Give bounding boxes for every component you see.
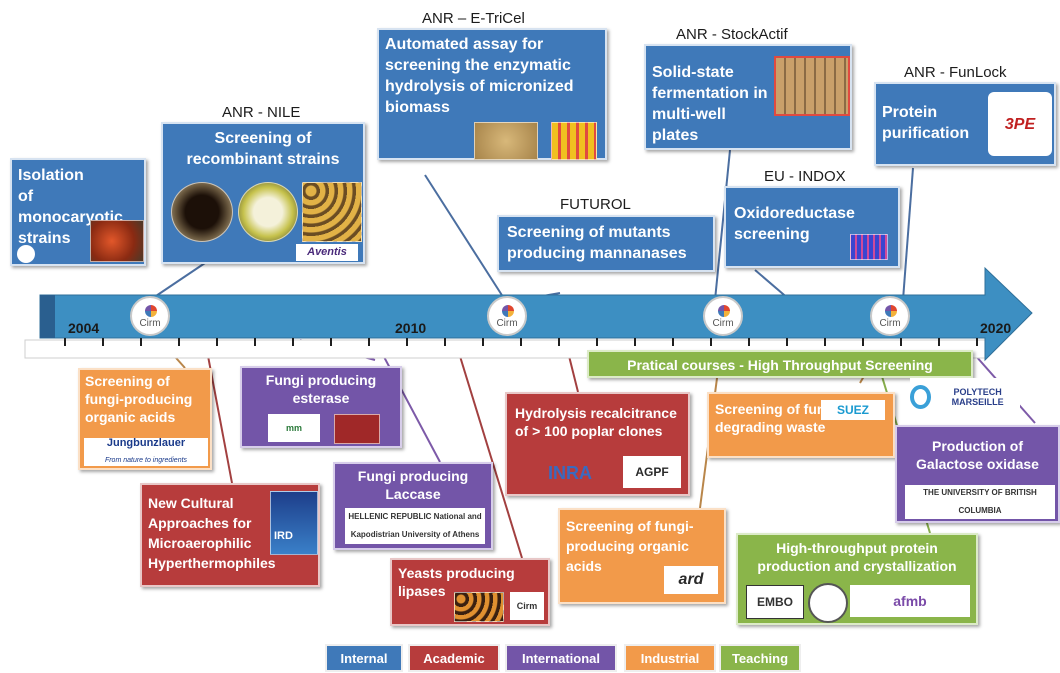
legend-internal: Internal [325, 644, 403, 672]
stockactif-header: ANR - StockActif [676, 26, 788, 43]
multiwell-plates-image [774, 56, 850, 116]
well-plate-image [302, 182, 362, 242]
year-2020: 2020 [980, 320, 1012, 336]
box-poplar: Hydrolysis recalcitrance of > 100 poplar… [505, 392, 690, 496]
polytech-logo: POLYTECH MARSEILLE [910, 378, 1020, 416]
year-2010: 2010 [395, 320, 427, 336]
connector-funlock [902, 167, 914, 301]
indox-header: EU - INDOX [764, 168, 846, 185]
cirm-marker-3: Cirm [703, 296, 743, 336]
ard-logo: ard [664, 566, 718, 594]
box-etricel: Automated assay for screening the enzyma… [377, 28, 607, 160]
connector-lipases [454, 339, 523, 559]
timeline-arrow-body [39, 266, 1033, 362]
connector-nile [149, 262, 206, 301]
box-indox: Oxidoreductase screening [724, 186, 900, 268]
afmb-logo: afmb [850, 585, 970, 617]
connector-cultural [204, 339, 233, 484]
stockactif-text: Solid-state fermentation in multi-well p… [652, 64, 768, 144]
box-teaching: Pratical courses - High Throughput Scree… [587, 350, 973, 378]
aventis-logo: Aventis [296, 244, 358, 261]
etricel-text: Automated assay for screening the enzyma… [385, 36, 574, 116]
crystallization-text: High-throughput protein production and c… [757, 540, 957, 574]
box-organic-acids-2: Screening of fungi-producing organic aci… [558, 508, 726, 604]
nile-text: Screening of recombinant strains [186, 130, 340, 168]
ird-label: IRD [274, 530, 293, 542]
cirm-lipases-logo: Cirm [510, 592, 544, 620]
futurol-text: Screening of mutants producing mannanase… [507, 224, 687, 262]
connector-laccase [374, 339, 441, 463]
yeast-image [454, 592, 504, 622]
3pe-logo: 3PE [988, 92, 1052, 156]
jungbunzlauer-name: Jungbunzlauer [106, 437, 186, 449]
indox-plate-image [850, 234, 888, 260]
connector-stockactif [714, 149, 731, 301]
athens-university-logo: HELLENIC REPUBLIC National and Kapodistr… [345, 508, 485, 544]
funlock-header: ANR - FunLock [904, 64, 1007, 81]
ird-logo [270, 491, 318, 555]
cultural-text: New Cultural Approaches for Microaerophi… [148, 495, 276, 571]
ubc-logo: THE UNIVERSITY OF BRITISH COLUMBIA [905, 485, 1055, 519]
box-waste: Screening of fungi-degrading waste SUEZ [707, 392, 895, 458]
esterase-logo-red [334, 414, 380, 444]
mm-logo: mm [268, 414, 320, 442]
box-galactose: Production of Galactose oxidase THE UNIV… [895, 425, 1060, 523]
box-cultural: New Cultural Approaches for Microaerophi… [140, 483, 320, 587]
box-futurol: Screening of mutants producing mannanase… [497, 215, 715, 272]
indox-text: Oxidoreductase screening [734, 205, 855, 243]
box-funlock: Protein purification 3PE [874, 82, 1056, 166]
jungbunzlauer-tagline: From nature to ingredients [104, 457, 188, 464]
polytech-circle-icon [910, 385, 932, 409]
galactose-text: Production of Galactose oxidase [916, 438, 1039, 472]
waste-text: Screening of fungi-degrading waste [715, 401, 843, 435]
poplar-text: Hydrolysis recalcitrance of > 100 poplar… [515, 405, 677, 439]
organic-acids-2-text: Screening of fungi-producing organic aci… [566, 518, 694, 574]
legend-international: International [505, 644, 617, 672]
year-2004: 2004 [68, 320, 100, 336]
laccase-text: Fungi producing Laccase [357, 468, 469, 502]
box-esterase: Fungi producing esterase mm [240, 366, 402, 448]
inra-logo: INRA [548, 463, 592, 483]
cirm-marker-4: Cirm [870, 296, 910, 336]
box-laccase: Fungi producing Laccase HELLENIC REPUBLI… [333, 462, 493, 550]
petri-dish-dark-image [171, 182, 233, 242]
cirm-marker-2: Cirm [487, 296, 527, 336]
futurol-header: FUTUROL [560, 196, 631, 213]
cirm-marker-1: Cirm [130, 296, 170, 336]
box-stockactif: Solid-state fermentation in multi-well p… [644, 44, 852, 150]
mushroom-image [90, 220, 144, 262]
jungbunzlauer-logo: Jungbunzlauer From nature to ingredients [84, 437, 208, 466]
teaching-text: Pratical courses - High Throughput Scree… [627, 357, 933, 373]
connector-etricel [424, 174, 506, 301]
legend-industrial: Industrial [624, 644, 716, 672]
etricel-header: ANR – E-TriCel [422, 10, 525, 27]
funlock-text: Protein purification [882, 104, 970, 142]
embo-course-logo [808, 583, 848, 623]
assay-plate-image [551, 122, 597, 160]
suez-logo: SUEZ [821, 400, 885, 420]
polytech-label: POLYTECH MARSEILLE [951, 387, 1004, 407]
legend-academic: Academic [408, 644, 500, 672]
legend-teaching: Teaching [719, 644, 801, 672]
organic-acids-1-text: Screening of fungi-producing organic aci… [85, 373, 193, 425]
box-crystallization: High-throughput protein production and c… [736, 533, 978, 625]
cirm-small-logo [17, 245, 35, 263]
box-lipases: Yeasts producing lipases Cirm [390, 558, 550, 626]
petri-dish-light-image [238, 182, 298, 242]
box-monocaryotic: Isolation of monocaryotic strains [10, 158, 146, 266]
biomass-image [474, 122, 538, 160]
embo-logo: EMBO [746, 585, 804, 619]
monocaryotic-text: Isolation of monocaryotic strains [18, 167, 123, 247]
agpf-logo: AGPF [623, 456, 681, 488]
nile-header: ANR - NILE [222, 104, 301, 121]
box-organic-acids-1: Screening of fungi-producing organic aci… [78, 368, 212, 470]
lipases-text: Yeasts producing lipases [398, 565, 515, 599]
box-nile: Screening of recombinant strains Aventis [161, 122, 365, 264]
esterase-text: Fungi producing esterase [265, 372, 377, 406]
